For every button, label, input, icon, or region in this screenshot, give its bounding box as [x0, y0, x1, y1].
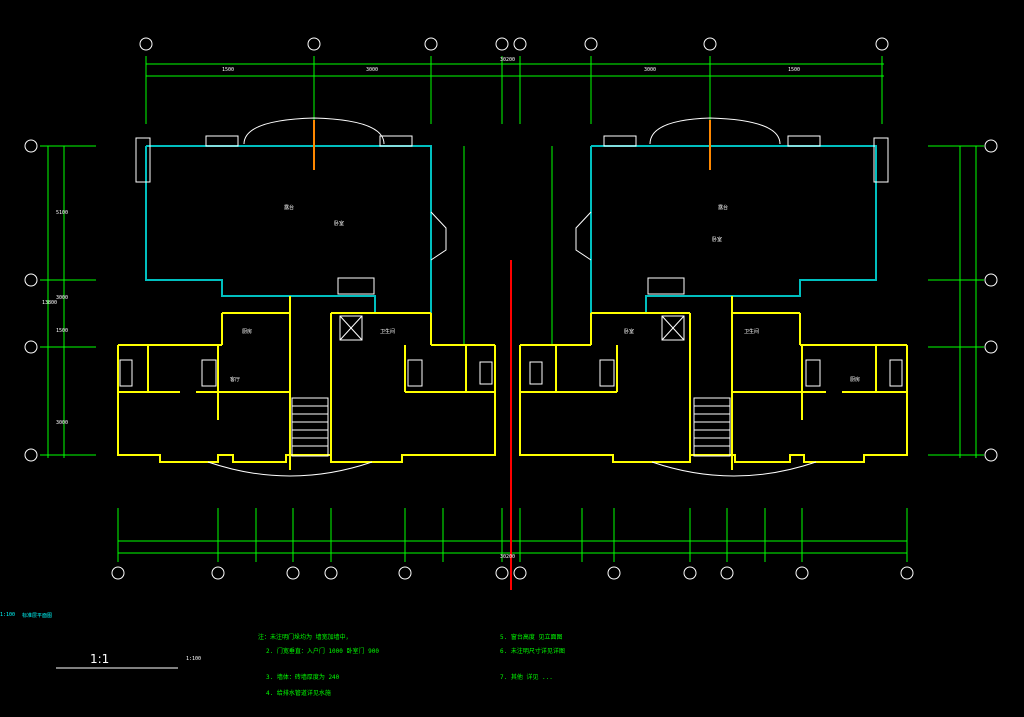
room-label-terrace-right: 露台: [718, 205, 729, 211]
scale-value: 1:100: [186, 656, 202, 662]
note-line-3: 3. 墙体：砖墙厚度为 240: [266, 674, 340, 681]
bottom-axis-bubbles: [111, 566, 914, 580]
note-line-1: 注：未注明门垛均为 墙宽加墙中，: [258, 634, 352, 641]
room-label-bedroom-a: 卧室: [334, 221, 345, 227]
room-label-bedroom-c: 卧室: [624, 329, 635, 335]
left-dim-2: 3000: [56, 295, 69, 301]
top-dim-1: 1500: [222, 67, 235, 73]
left-dim-3: 1500: [56, 328, 69, 334]
note-line-2: 2. 门宽垂直：入户门 1000 卧室门 900: [266, 648, 379, 655]
plan-caption: 标准层平面图: [22, 613, 53, 619]
plan-scale-small: 1:100: [0, 612, 16, 618]
room-label-wc-a: 卫生间: [380, 329, 396, 335]
right-dimension-chain: [928, 145, 984, 458]
top-dimension-chain: [145, 56, 884, 124]
top-dim-6: 3000: [644, 67, 657, 73]
room-label-living: 客厅: [230, 377, 241, 383]
room-label-terrace-left: 露台: [284, 205, 295, 211]
top-dim-7: 1500: [788, 67, 801, 73]
scale-title: 1:1: [90, 652, 110, 666]
side-axis-bubbles: [24, 139, 998, 462]
room-label-bedroom-b: 卧室: [712, 237, 723, 243]
stairs-and-fixtures: [119, 277, 903, 477]
note-line-5: 5. 窗台高度 见立面图: [500, 634, 563, 641]
left-dim-total: 13800: [42, 300, 58, 306]
note-line-7: 7. 其他 详见 ...: [500, 674, 553, 681]
unit-left-walls: [117, 296, 496, 470]
room-label-wc-b: 卫生间: [744, 329, 760, 335]
bottom-dimension-chain: [117, 508, 908, 562]
overall-bottom-dimension: 30200: [500, 554, 516, 560]
unit-right-walls: [519, 296, 908, 470]
top-axis-bubbles: [139, 37, 889, 51]
roof-bay-outlines: [135, 117, 889, 261]
note-line-6: 6. 未注明尺寸详见详图: [500, 648, 565, 655]
left-dimension-chain: [40, 145, 553, 458]
left-dim-5: 3000: [56, 420, 69, 426]
axis-ticks: [313, 120, 711, 170]
left-dim-1: 5100: [56, 210, 69, 216]
overall-top-dimension: 30200: [500, 57, 516, 63]
room-label-kitchen-a: 厨房: [242, 329, 253, 335]
room-label-kitchen-b: 厨房: [850, 377, 861, 383]
top-dim-2: 3000: [366, 67, 379, 73]
note-line-4: 4. 给排水管道详见水施: [266, 690, 331, 697]
